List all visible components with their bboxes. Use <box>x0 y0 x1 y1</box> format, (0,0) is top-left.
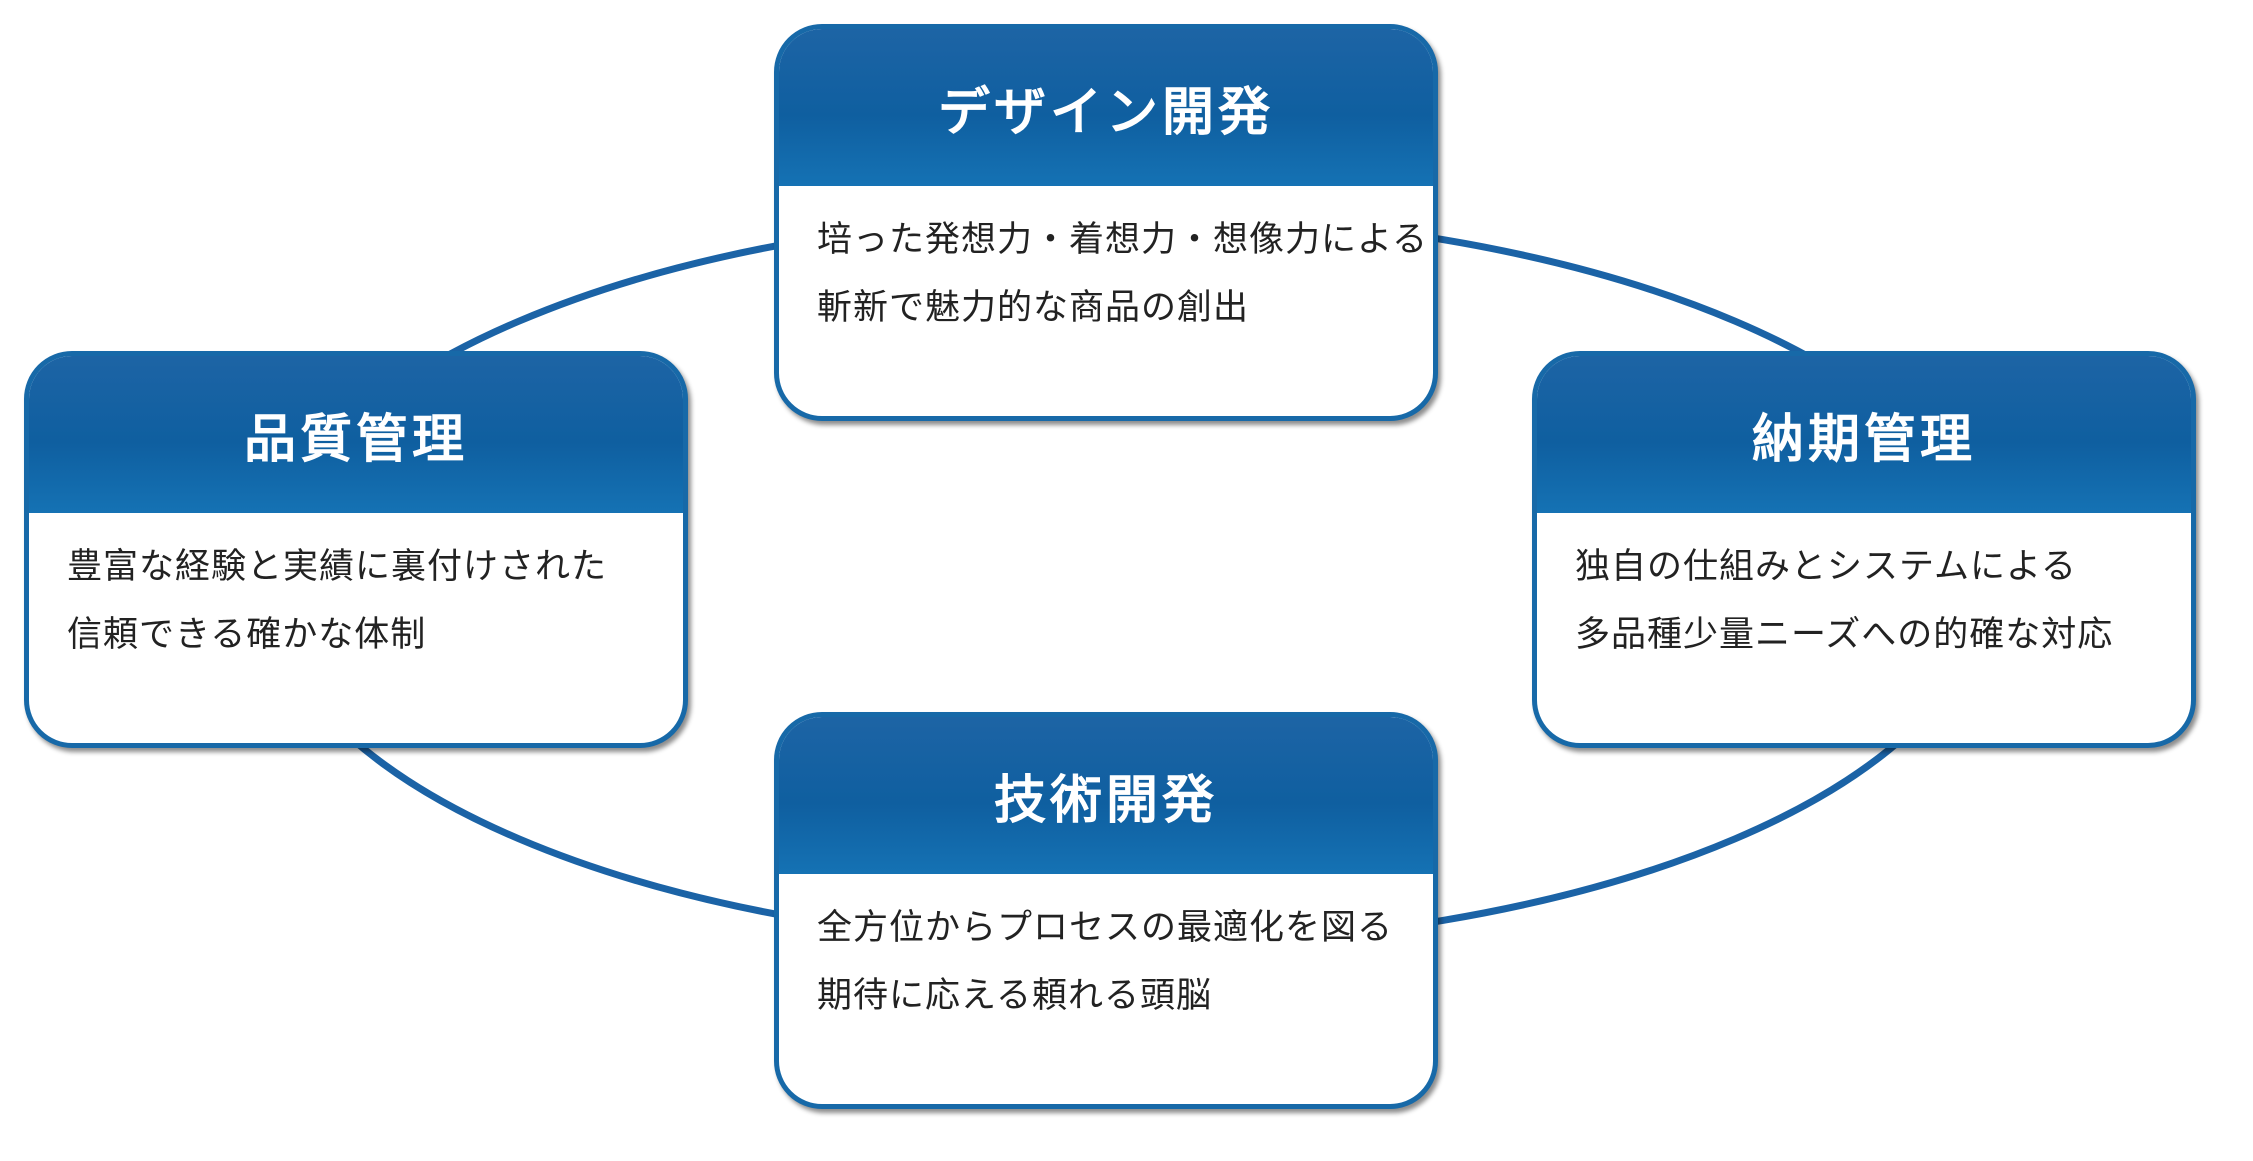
technology-development-description: 全方位からプロセスの最適化を図る 期待に応える頼れる頭脳 <box>779 874 1433 1030</box>
design-development-card: デザイン開発 培った発想力・着想力・想像力による 斬新で魅力的な商品の創出 <box>774 24 1438 421</box>
description-line: 多品種少量ニーズへの的確な対応 <box>1575 615 2114 655</box>
delivery-management-title: 納期管理 <box>1537 356 2191 513</box>
description-line: 培った発想力・着想力・想像力による <box>817 220 1428 260</box>
description-line: 豊富な経験と実績に裏付けされた <box>67 547 608 587</box>
delivery-management-description: 独自の仕組みとシステムによる 多品種少量ニーズへの的確な対応 <box>1537 513 2191 669</box>
description-line: 期待に応える頼れる頭脳 <box>817 976 1212 1016</box>
description-line: 独自の仕組みとシステムによる <box>1575 547 2077 587</box>
quality-control-title: 品質管理 <box>29 356 683 513</box>
description-line: 全方位からプロセスの最適化を図る <box>817 908 1394 948</box>
technology-development-title: 技術開発 <box>779 717 1433 874</box>
technology-development-card: 技術開発 全方位からプロセスの最適化を図る 期待に応える頼れる頭脳 <box>774 712 1438 1109</box>
quality-control-description: 豊富な経験と実績に裏付けされた 信頼できる確かな体制 <box>29 513 683 669</box>
quality-control-card: 品質管理 豊富な経験と実績に裏付けされた 信頼できる確かな体制 <box>24 351 688 748</box>
design-development-title: デザイン開発 <box>779 29 1433 186</box>
description-line: 斬新で魅力的な商品の創出 <box>817 288 1250 328</box>
description-line: 信頼できる確かな体制 <box>67 615 427 655</box>
design-development-description: 培った発想力・着想力・想像力による 斬新で魅力的な商品の創出 <box>779 186 1433 342</box>
delivery-management-card: 納期管理 独自の仕組みとシステムによる 多品種少量ニーズへの的確な対応 <box>1532 351 2196 748</box>
